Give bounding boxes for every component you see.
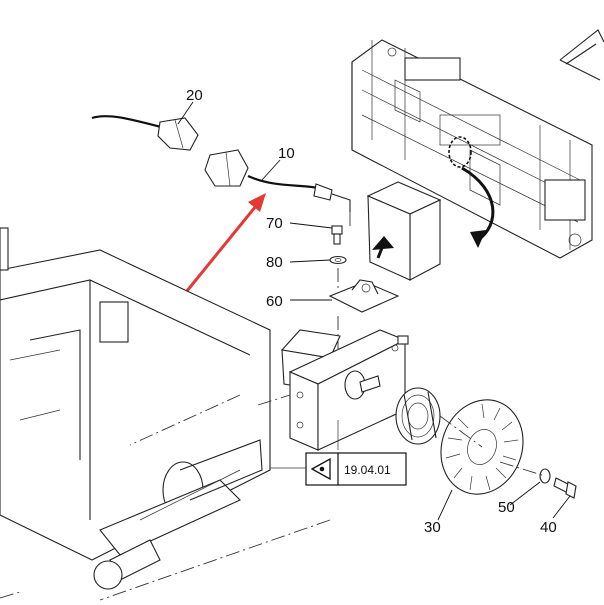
highlight-circle bbox=[448, 136, 472, 168]
machine-overview-inset bbox=[351, 29, 604, 259]
rotation-arrow bbox=[461, 166, 495, 242]
callout-50: 50 bbox=[498, 499, 515, 516]
screw-70-washer-80 bbox=[329, 225, 347, 265]
reference-label: 19.04.01 bbox=[344, 463, 391, 477]
cable-assembly bbox=[91, 115, 351, 212]
cover-housing bbox=[366, 181, 442, 281]
view-eye-icon bbox=[310, 457, 331, 481]
pulley bbox=[395, 387, 441, 445]
callout-30: 30 bbox=[424, 519, 441, 536]
callout-60: 60 bbox=[266, 293, 283, 310]
callout-70: 70 bbox=[266, 215, 283, 232]
leader-lines bbox=[177, 101, 571, 521]
connector-10 bbox=[204, 149, 249, 187]
base-frame bbox=[0, 227, 271, 590]
fastener-50-40 bbox=[539, 468, 577, 499]
callout-20: 20 bbox=[186, 87, 203, 104]
callout-40: 40 bbox=[540, 519, 557, 536]
reference-box[interactable]: 19.04.01 bbox=[270, 420, 407, 486]
connector-20 bbox=[157, 117, 199, 151]
center-lines bbox=[0, 212, 546, 601]
callout-10: 10 bbox=[278, 145, 295, 162]
bracket-60 bbox=[328, 279, 400, 313]
motor-plate-assembly bbox=[280, 329, 409, 451]
callout-labels: 20 10 70 80 60 30 50 40 bbox=[186, 87, 557, 536]
callout-80: 80 bbox=[266, 254, 283, 271]
pointer-arrow bbox=[176, 193, 266, 303]
